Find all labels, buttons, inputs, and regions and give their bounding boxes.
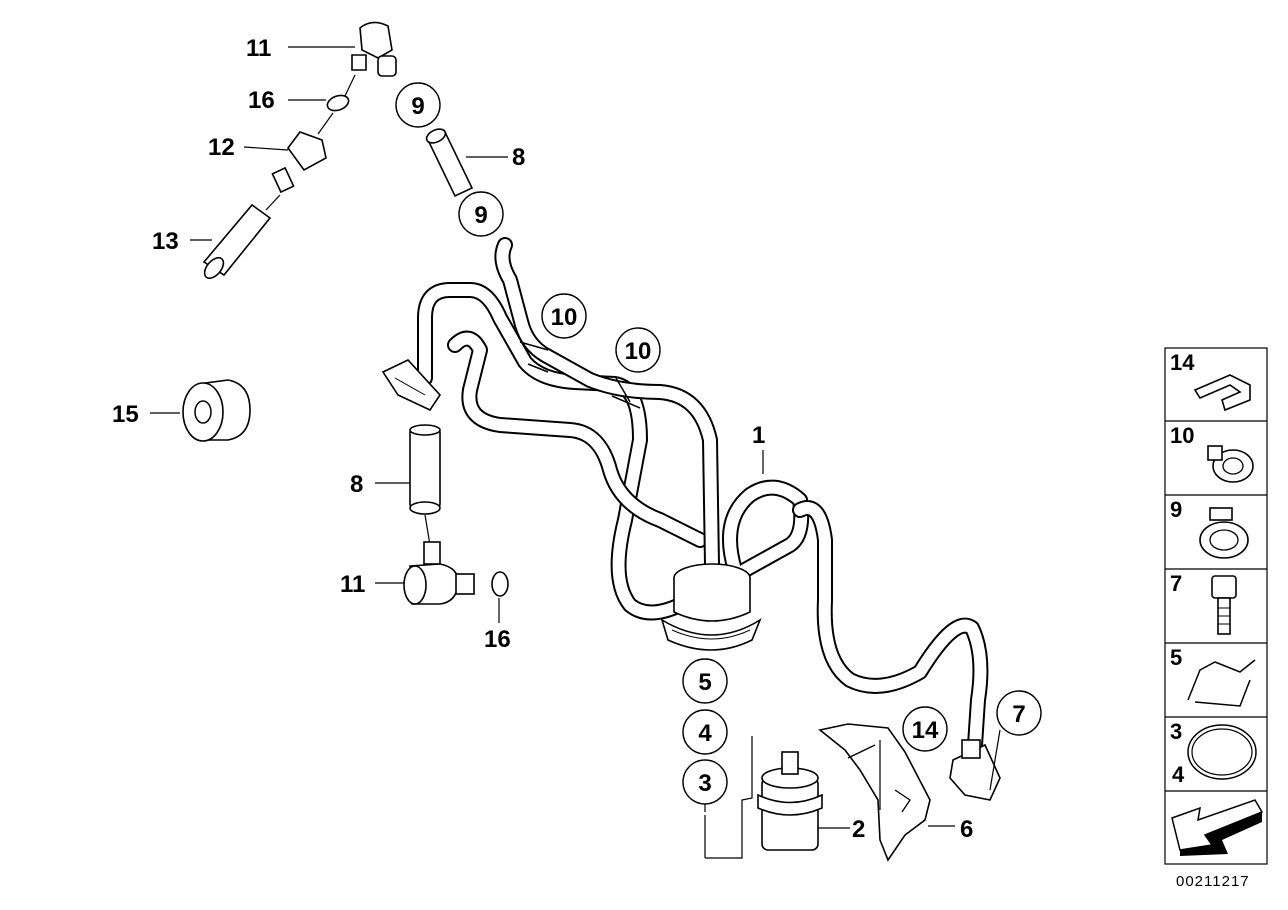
direction-arrow-icon (1171, 799, 1264, 856)
hose-clamp-icon (1207, 445, 1254, 483)
panel-label-10: 10 (1170, 423, 1194, 448)
callout-6: 6 (960, 816, 973, 843)
lower-connector-group (403, 424, 509, 605)
circled-10-b: 10 (625, 338, 652, 365)
hose-piece-upper (425, 128, 474, 198)
bolt-icon (1211, 575, 1237, 635)
circled-9-upper: 9 (411, 93, 424, 120)
callout-labels: 11 16 12 13 8 15 8 11 16 1 2 6 (112, 35, 973, 843)
callout-15: 15 (112, 401, 139, 428)
callout-8-lower: 8 (350, 471, 363, 498)
panel-label-9: 9 (1170, 497, 1182, 522)
callout-11-upper: 11 (246, 35, 271, 62)
parts-legend-panel: 14 10 9 7 5 3 4 (1164, 347, 1268, 865)
band-clamp-icon (1199, 507, 1249, 559)
mounting-bracket (818, 723, 931, 862)
callout-12: 12 (208, 134, 235, 161)
panel-label-14: 14 (1170, 350, 1195, 375)
circled-14: 14 (912, 717, 939, 744)
panel-label-7: 7 (1170, 571, 1182, 596)
fuel-filter (704, 736, 823, 859)
circled-5: 5 (698, 669, 711, 696)
callout-13: 13 (152, 228, 179, 255)
callout-2: 2 (852, 816, 865, 843)
spring-clip-icon (1187, 659, 1256, 707)
diagram-id: 00211217 (1176, 873, 1250, 890)
circled-3: 3 (698, 770, 711, 797)
upper-connector-group (202, 21, 397, 280)
callout-8-upper: 8 (512, 144, 525, 171)
grommet (182, 379, 251, 442)
callout-16-lower: 16 (484, 626, 511, 653)
circled-4: 4 (698, 720, 712, 747)
panel-label-4: 4 (1172, 762, 1185, 787)
callout-11-lower: 11 (340, 571, 365, 598)
panel-label-5: 5 (1170, 645, 1182, 670)
seal-ring-icon (1187, 724, 1257, 780)
panel-label-3: 3 (1170, 719, 1182, 744)
circled-10-a: 10 (551, 304, 578, 331)
circled-9-lower: 9 (474, 202, 487, 229)
circled-callouts: 9 9 10 10 5 4 3 14 7 (395, 82, 1042, 805)
callout-1: 1 (752, 422, 765, 449)
circled-7: 7 (1012, 701, 1025, 728)
callout-16-upper: 16 (248, 87, 275, 114)
fuel-hose-assembly (381, 237, 1001, 801)
clip-icon (1193, 374, 1251, 412)
